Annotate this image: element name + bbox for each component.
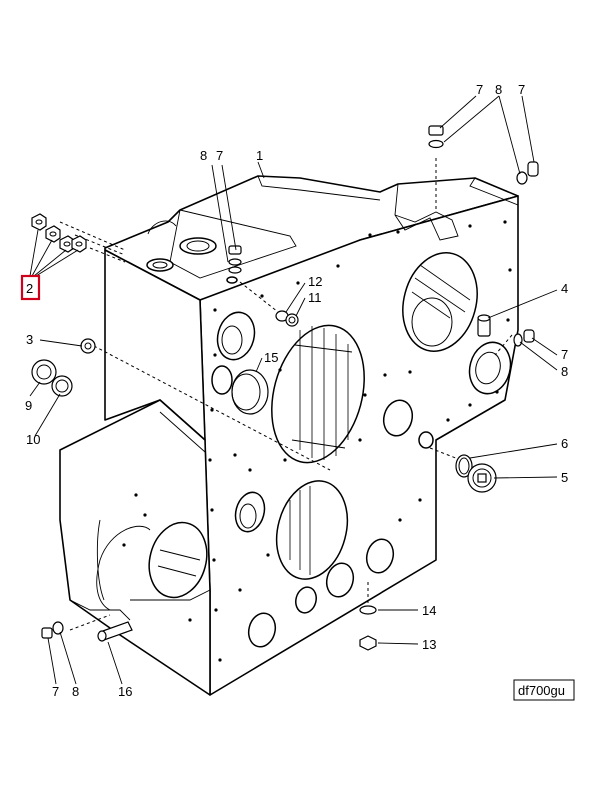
callout-14: 14 bbox=[422, 603, 436, 618]
bolt-washer-right bbox=[513, 329, 535, 347]
dowel-pin bbox=[477, 314, 491, 337]
nuts-group-2 bbox=[31, 213, 87, 253]
bolt-washer-far-right bbox=[516, 161, 539, 185]
callout-2: 2 bbox=[26, 281, 33, 296]
callout-7-top-left: 7 bbox=[216, 148, 223, 163]
large-bearing-bore-upper bbox=[271, 324, 365, 464]
reference-code: df700gu bbox=[513, 679, 575, 701]
callout-10: 10 bbox=[26, 432, 40, 447]
leader-lines bbox=[29, 95, 558, 685]
nut-13 bbox=[359, 635, 377, 651]
callout-13: 13 bbox=[422, 637, 436, 652]
bolt-washer-top-center bbox=[228, 245, 242, 274]
washer-14 bbox=[359, 605, 377, 615]
callout-3: 3 bbox=[26, 332, 33, 347]
transmission-housing bbox=[59, 175, 519, 696]
large-bearing-bore-lower bbox=[275, 480, 349, 580]
callout-8-top-right: 8 bbox=[495, 82, 502, 97]
stud-16 bbox=[97, 621, 133, 642]
hex-nut bbox=[71, 235, 87, 253]
callout-6: 6 bbox=[561, 436, 568, 451]
callout-4: 4 bbox=[561, 281, 568, 296]
callout-7-top-right: 7 bbox=[476, 82, 483, 97]
plug-3 bbox=[80, 338, 96, 354]
callout-15: 15 bbox=[264, 350, 278, 365]
callout-1: 1 bbox=[256, 148, 263, 163]
bolt-washer-top-right bbox=[428, 125, 444, 149]
bolt-washer-bottom bbox=[41, 621, 64, 639]
cover-plug-15 bbox=[231, 369, 269, 415]
highlight-box bbox=[20, 274, 41, 301]
callout-7-right: 7 bbox=[561, 347, 568, 362]
upper-right-bore bbox=[402, 252, 478, 352]
seal-and-plug bbox=[275, 310, 299, 327]
reference-code-text: df700gu bbox=[518, 683, 565, 698]
lower-left-bore bbox=[148, 521, 208, 599]
callout-12: 12 bbox=[308, 274, 322, 289]
assembly-lines bbox=[59, 158, 513, 631]
callout-8-top-left: 8 bbox=[200, 148, 207, 163]
washer-10 bbox=[51, 375, 73, 397]
callout-11: 11 bbox=[308, 290, 322, 305]
callout-7-far-right: 7 bbox=[518, 82, 525, 97]
highlighted-callout-2[interactable]: 2 bbox=[20, 274, 41, 301]
hex-nut bbox=[45, 225, 61, 243]
callout-16: 16 bbox=[118, 684, 132, 699]
callout-8-bottom: 8 bbox=[72, 684, 79, 699]
callout-8-right: 8 bbox=[561, 364, 568, 379]
hex-nut bbox=[59, 235, 75, 253]
callout-9: 9 bbox=[25, 398, 32, 413]
hex-nut bbox=[31, 213, 47, 231]
filler-opening bbox=[179, 237, 217, 255]
drain-plug-9 bbox=[31, 359, 57, 385]
callout-5: 5 bbox=[561, 470, 568, 485]
plug-5 bbox=[467, 463, 497, 493]
callout-labels: 1 7 8 7 8 7 12 11 4 7 8 3 9 10 15 6 5 14… bbox=[25, 82, 568, 699]
o-ring-6 bbox=[455, 454, 473, 478]
housing-top-rim bbox=[169, 209, 297, 279]
bolt-holes bbox=[122, 220, 512, 662]
callout-7-bottom: 7 bbox=[52, 684, 59, 699]
